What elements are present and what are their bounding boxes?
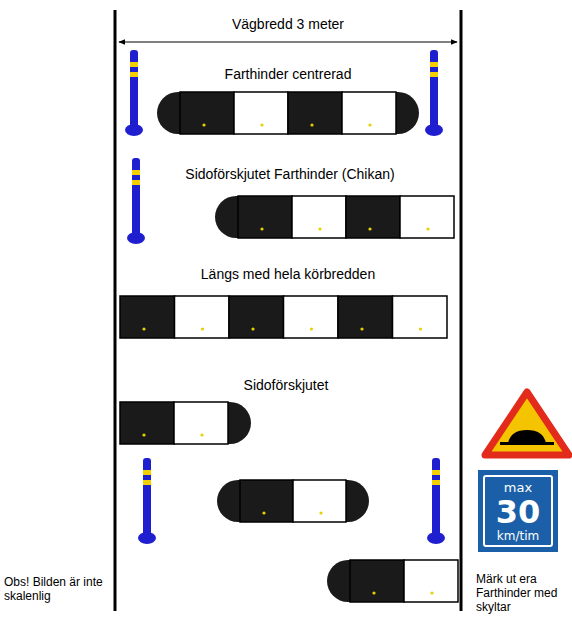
- section-heading: Längs med hela körbredden: [201, 266, 375, 282]
- bollard: [138, 458, 156, 544]
- note: Märk ut era Farthinder med skyltar: [476, 573, 570, 614]
- speed-bump: [217, 480, 369, 522]
- dimension-label: Vägbredd 3 meter: [232, 16, 344, 32]
- speed-limit-sign: max 30 km/tim: [478, 470, 558, 552]
- speed-bump: [157, 92, 419, 134]
- dimension-arrow: [119, 42, 457, 43]
- bollard: [127, 158, 145, 244]
- bollard: [425, 50, 443, 136]
- speed-bump: [120, 296, 447, 338]
- speed-bump: [327, 560, 458, 602]
- section-heading: Farthinder centrerad: [225, 66, 352, 82]
- speed-bump: [120, 402, 251, 444]
- note: Obs! Bilden är inte skalenlig: [4, 576, 104, 604]
- sign-text: km/tim: [497, 530, 539, 542]
- section-heading: Sidoförskjutet Farthinder (Chikan): [185, 166, 394, 182]
- speed-number: 30: [496, 496, 541, 528]
- section-heading: Sidoförskjutet: [244, 377, 329, 393]
- road-edge: [460, 10, 463, 611]
- road-edge: [114, 10, 117, 611]
- sign-text: max: [504, 481, 532, 494]
- bollard: [125, 50, 143, 136]
- bollard: [427, 458, 445, 544]
- speed-bump: [215, 196, 454, 238]
- warning-sign: [485, 392, 569, 455]
